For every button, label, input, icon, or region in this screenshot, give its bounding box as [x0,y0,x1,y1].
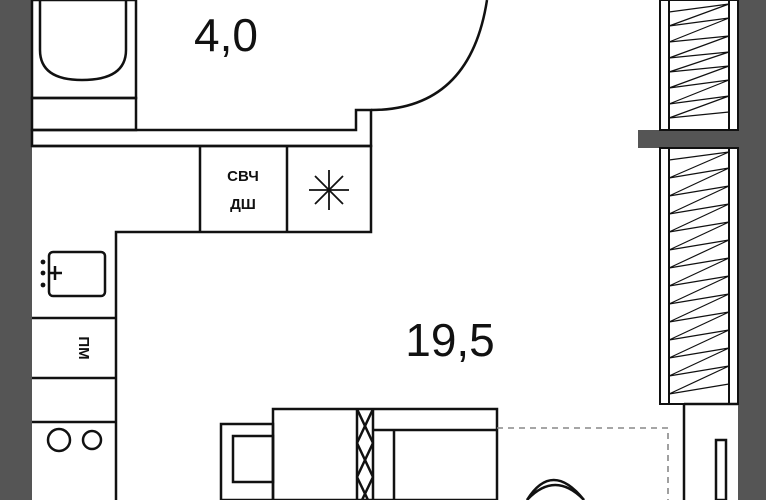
cooktop-icon [46,427,103,453]
bathroom-partition [30,108,373,148]
window-upper [659,0,739,131]
washer-label: ПМ [75,336,92,359]
wardrobe-icon [682,402,738,500]
rug-outline [497,427,669,500]
armchair-icon [219,422,275,500]
fridge-freezer-icon [309,170,349,210]
right-wall [738,0,766,500]
bathtub-icon [30,0,138,132]
left-wall [0,0,32,500]
sink-icon [47,250,107,298]
bathroom-area-label: 4,0 [194,9,258,61]
dishwasher-label: ДШ [230,196,256,213]
kitchen-counter [32,144,373,500]
bed-icon [271,407,585,500]
lamp-icon [526,483,585,500]
sink-dots [40,259,46,288]
bathroom-door-swing [370,0,489,112]
window-divider-wall [638,130,738,148]
window-lower [659,147,739,405]
microwave-label: СВЧ [227,168,259,185]
living-area-label: 19,5 [405,314,495,366]
